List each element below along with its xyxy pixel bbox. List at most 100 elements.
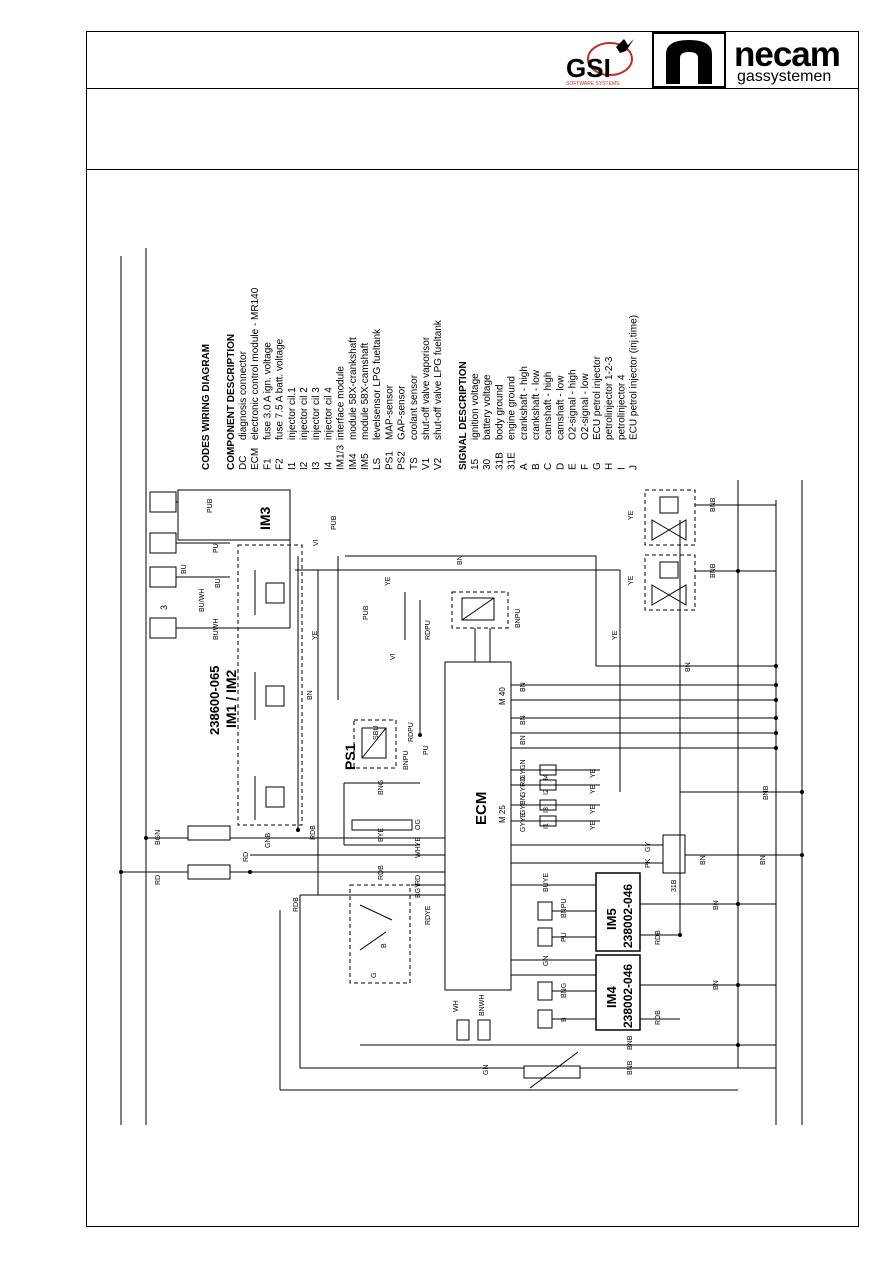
wire-label-ye6: YE (590, 768, 597, 778)
wire-label-bu2: BU (215, 578, 222, 588)
signal-desc: ECU petrol injector (inj.time) (629, 315, 640, 440)
im12-part: 238600-065 (207, 666, 222, 735)
wire-label-rdb2: RDB (310, 825, 317, 840)
wire-label-g: G (371, 973, 378, 978)
wire-label-pu: PU (213, 543, 220, 553)
wire-label-bn6: BN (307, 690, 314, 700)
component-code: V2 (433, 457, 444, 470)
signal-code: 31E (507, 452, 518, 470)
gsi-tagline: SOFTWARE SYSTEMS (566, 81, 620, 87)
wire-label-ye3: YE (612, 630, 619, 640)
component-desc: module 58X-crankshaft (348, 337, 359, 440)
signal-code: H (604, 463, 615, 470)
wire-label-rdpu: RDPU (425, 620, 432, 640)
component-code: TS (409, 457, 420, 470)
component-code: I1 (287, 461, 298, 470)
wire-label-b: B (381, 943, 388, 948)
gsi-logo-text: GSI (566, 53, 611, 83)
component-desc: injector cil 4 (323, 387, 334, 440)
wire-label-bnb2: BNB (710, 563, 717, 578)
component-desc: interface module (336, 366, 347, 440)
wire-label-sbu: SBU (373, 726, 380, 740)
signal-desc: crankshaft - high (519, 366, 530, 440)
wire-label-bu: BU (181, 564, 188, 574)
component-desc: module 58X-camshaft (360, 343, 371, 440)
wire-label-og: OG (415, 819, 422, 830)
im4-label: IM4 (604, 986, 619, 1008)
wire-label-vi2: VI (390, 653, 397, 660)
signal-code: D (555, 463, 566, 470)
wire-label-ye7: YE (590, 784, 597, 794)
component-desc: shut-off valve LPG fueltank (433, 319, 444, 440)
component-code: IM5 (360, 453, 371, 470)
component-desc: injector cil 3 (311, 387, 322, 440)
wire-label-rd3: RD (243, 852, 250, 862)
signal-desc: O2-signal - low (580, 373, 591, 440)
im3-box (177, 489, 291, 541)
ecm-m40: M 40 (498, 687, 507, 705)
wire-label-gn: GN (543, 956, 550, 967)
component-code: V1 (421, 457, 432, 470)
signal-desc: petrolinjector 1-2-3 (604, 356, 615, 440)
wire-label-bnwh: BNWH (479, 995, 486, 1016)
wire-label-bnpu3: BNPU (561, 899, 568, 918)
wire-label-bn7: BN (700, 855, 707, 865)
wire-label-ye8: YE (590, 804, 597, 814)
wire-label-bnpu2: BNPU (403, 751, 410, 770)
wire-label-31b: 31B (671, 879, 678, 892)
wire-label-ye9: YE (590, 820, 597, 830)
component-desc: coolant sensor (409, 374, 420, 440)
wire-label-rdb3: RDB (293, 897, 300, 912)
wire-label-buwh: BUWH (213, 619, 220, 640)
component-desc: shut-off valve vaporisor (421, 336, 432, 440)
component-code: IM1/3 (336, 445, 347, 470)
wire-label-bnb4: BNB (627, 1035, 634, 1050)
component-code: I3 (311, 461, 322, 470)
component-code: I2 (299, 461, 310, 470)
ecm-box (444, 661, 512, 991)
signal-code: G (592, 462, 603, 470)
wire-label-bnb: BNB (710, 497, 717, 512)
wire-label-bnb3: BNB (763, 785, 770, 800)
wire-label-i3: I3 (543, 807, 550, 813)
component-code: IM4 (348, 453, 359, 470)
im4-part: 238002-046 (621, 964, 635, 1028)
page-frame (86, 31, 859, 1227)
wire-label-rdye: RDYE (425, 905, 432, 925)
wire-label-rdb: RDB (378, 865, 385, 880)
signal-code: J (629, 465, 640, 470)
connector-3: 3 (159, 605, 169, 610)
wire-label-i4: I4 (543, 774, 550, 780)
wire-label-buye: BUYE (543, 873, 550, 892)
signal-code: B (531, 463, 542, 470)
wire-label-pub2: PUB (331, 515, 338, 530)
signal-desc: body ground (494, 384, 505, 440)
wire-label-pu3: PU (561, 932, 568, 942)
signal-code: F (580, 464, 591, 470)
wire-label-bng: BNG (378, 780, 385, 795)
signal-code: E (568, 463, 579, 470)
wire-label-gy: GY (645, 842, 652, 852)
wire-label-i1: I1 (543, 823, 550, 829)
wire-label-gyrd: GYRD (520, 777, 527, 797)
component-code: F2 (275, 458, 286, 470)
wire-label-gyye: GYYE (520, 812, 527, 832)
wire-label-rdpu2: RDPU (408, 722, 415, 742)
im12-label: IM1 / IM2 (223, 669, 239, 728)
signal-desc: ignition voltage (470, 373, 481, 440)
wire-label-bn9: BN (713, 900, 720, 910)
ecm-m25: M 25 (498, 805, 507, 823)
component-title: COMPONENT DESCRIPTION (226, 334, 237, 470)
wire-label-bn2: BN (685, 662, 692, 672)
wire-label-pk: PK (645, 858, 652, 868)
component-code: LS (372, 457, 383, 470)
necam-n-logo (652, 32, 726, 88)
wire-label-bng2: BNG (561, 983, 568, 998)
wire-label-bn10: BN (713, 980, 720, 990)
wire-label-gnb: GNB (265, 833, 272, 849)
wire-label-bgn: BGN (155, 830, 162, 845)
signal-desc: ECU petrol injector (592, 355, 603, 440)
wire-label-i2: I2 (543, 789, 550, 795)
wire-label-rdb4: RDB (655, 930, 662, 945)
component-code: DC (238, 456, 249, 470)
